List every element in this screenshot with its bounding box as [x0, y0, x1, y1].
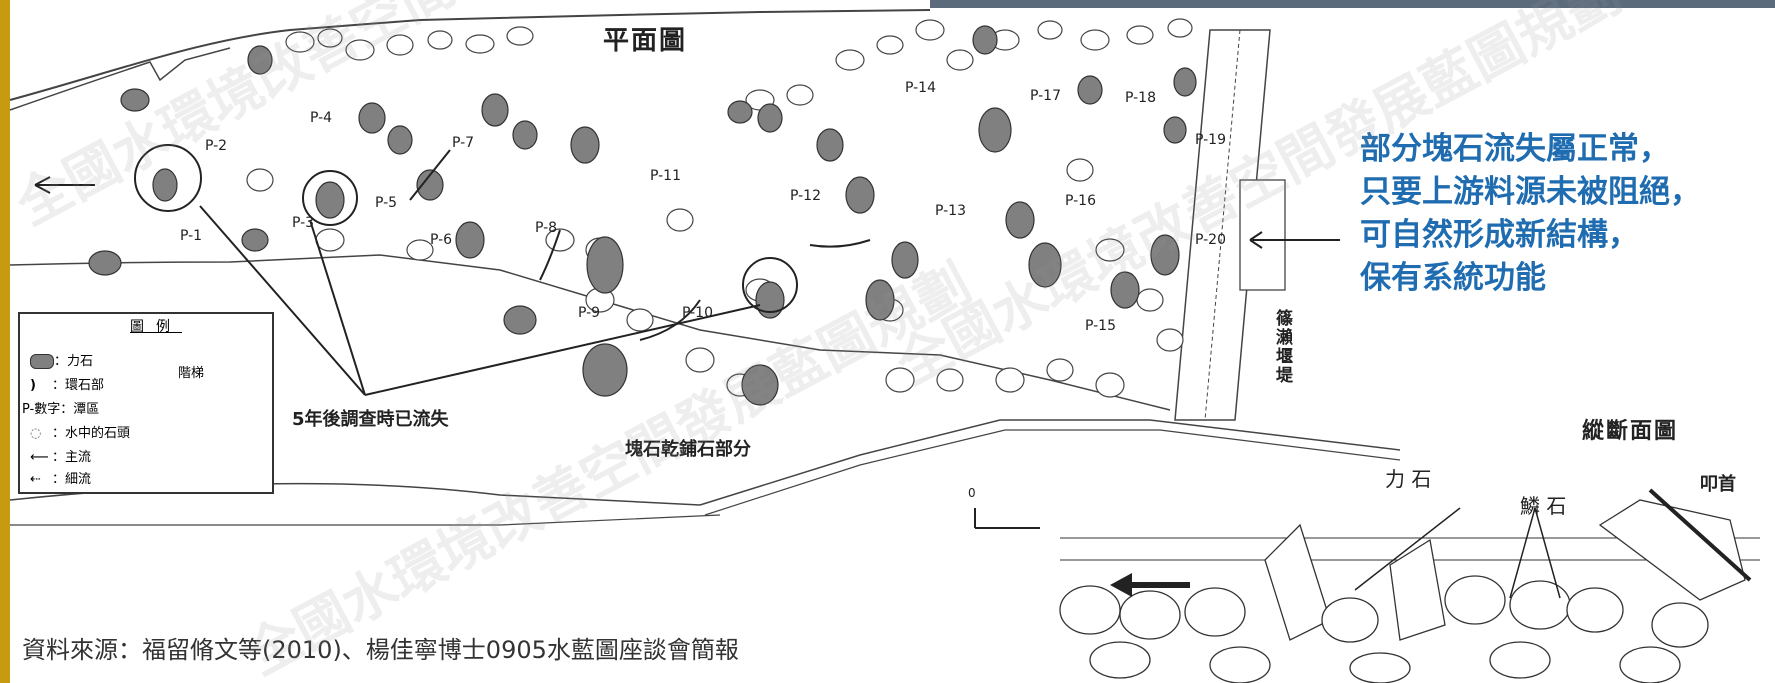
ring-stone-icon: ) — [30, 378, 36, 393]
source-note: 資料來源：福留脩文等(2010)、楊佳寧博士0905水藍圖座談會簡報 — [22, 636, 739, 664]
cell-label-p12: P-12 — [790, 188, 822, 204]
minor-flow-arrow-icon: ⇠ — [30, 472, 41, 487]
callout-line: 可自然形成新結構， — [1360, 217, 1639, 253]
legend-title: 圖例 — [130, 319, 182, 335]
cell-label-p7: P-7 — [452, 135, 475, 151]
legend-item: ⟵：主流 — [30, 450, 92, 465]
legend-group-label: 階梯 — [178, 366, 205, 381]
cell-label-p20: P-20 — [1195, 232, 1227, 248]
legend: 圖例 ：力石 )：環石部 階梯 P-數字：潭區 ◌：水中的石頭 ⟵：主流 ⇠：細… — [18, 312, 274, 494]
cell-label-p18: P-18 — [1125, 90, 1157, 106]
dry-stone-label: 塊石乾鋪石部分 — [625, 439, 751, 460]
cell-label-p1: P-1 — [180, 228, 203, 244]
cell-label-p17: P-17 — [1030, 88, 1062, 104]
cell-label-p15: P-15 — [1085, 318, 1117, 334]
scale-zero-label: 0 — [968, 486, 976, 500]
main-flow-arrow-icon: ⟵ — [30, 450, 49, 465]
scale-bar — [974, 508, 1040, 529]
lost-after-5yr-label: 5年後調查時已流失 — [292, 409, 449, 430]
riki-stone-label: 力 石 — [1385, 467, 1432, 491]
stone-swatch-icon — [30, 354, 54, 369]
section-arrows — [1110, 488, 1752, 599]
cell-label-p16: P-16 — [1065, 193, 1097, 209]
cell-label-p6: P-6 — [430, 232, 453, 248]
callout-text: 部分塊石流失屬正常， 只要上游料源未被阻絕， 可自然形成新結構， 保有系統功能 — [1360, 128, 1701, 300]
flow-arrows — [34, 149, 1340, 341]
toe-label: 叩首 — [1700, 474, 1736, 495]
riki-stones — [88, 25, 1197, 406]
cell-label-p19: P-19 — [1195, 132, 1227, 148]
cell-label-p11: P-11 — [650, 168, 682, 184]
section-sketch — [1059, 499, 1760, 683]
lost-pointer-lines — [199, 205, 761, 396]
legend-item: P-數字：潭區 — [22, 402, 100, 417]
callout-line: 只要上游料源未被阻絕， — [1360, 174, 1701, 210]
top-photo-strip — [930, 0, 1775, 8]
cell-label-p13: P-13 — [935, 203, 967, 219]
cell-label-p8: P-8 — [535, 220, 558, 236]
callout-line: 保有系統功能 — [1360, 260, 1546, 296]
cell-label-p14: P-14 — [905, 80, 937, 96]
cell-label-p3: P-3 — [292, 215, 315, 231]
dashed-stone-icon: ◌ — [30, 426, 42, 441]
cell-label-p9: P-9 — [578, 305, 601, 321]
legend-item: )：環石部 — [30, 378, 105, 393]
cell-label-p5: P-5 — [375, 195, 398, 211]
lost-stone-circles — [134, 144, 798, 313]
accent-bar — [0, 0, 10, 683]
plan-title: 平面圖 — [603, 26, 688, 56]
legend-item: ⇠：細流 — [30, 472, 92, 487]
legend-item: ：力石 — [30, 350, 93, 369]
scale-stone-label: 鱗 石 — [1520, 494, 1567, 518]
callout-line: 部分塊石流失屬正常， — [1360, 131, 1670, 167]
weir-label: 篠瀨堰堤 — [1276, 309, 1293, 386]
cell-label-p10: P-10 — [682, 305, 714, 321]
section-title: 縱斷面圖 — [1582, 419, 1679, 444]
cell-label-p4: P-4 — [310, 110, 333, 126]
cell-label-p2: P-2 — [205, 138, 228, 154]
legend-item: ◌：水中的石頭 — [30, 426, 131, 441]
